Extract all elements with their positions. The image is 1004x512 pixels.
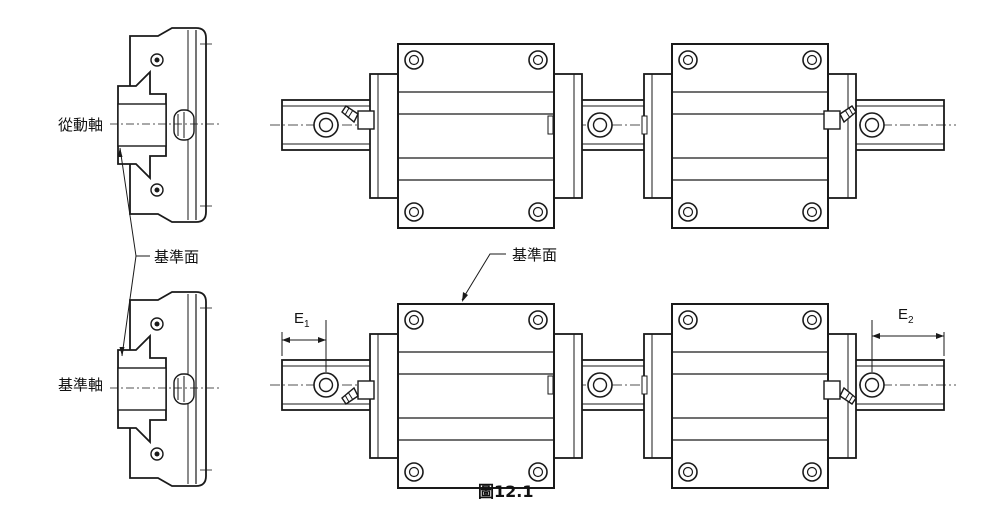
- bottom-rail-assembly: [270, 253, 956, 489]
- reference-surface-label-top: 基準面: [512, 246, 558, 264]
- figure-caption: 圖12.1: [478, 482, 534, 501]
- dimension-e1-label: E1: [294, 310, 310, 330]
- driven-axis-label: 從動軸: [58, 116, 104, 134]
- reference-axis-label: 基準軸: [58, 376, 104, 394]
- top-rail-assembly: [270, 43, 956, 229]
- reference-surface-label-left: 基準面: [154, 248, 200, 266]
- dimension-e2-label: E2: [898, 306, 914, 326]
